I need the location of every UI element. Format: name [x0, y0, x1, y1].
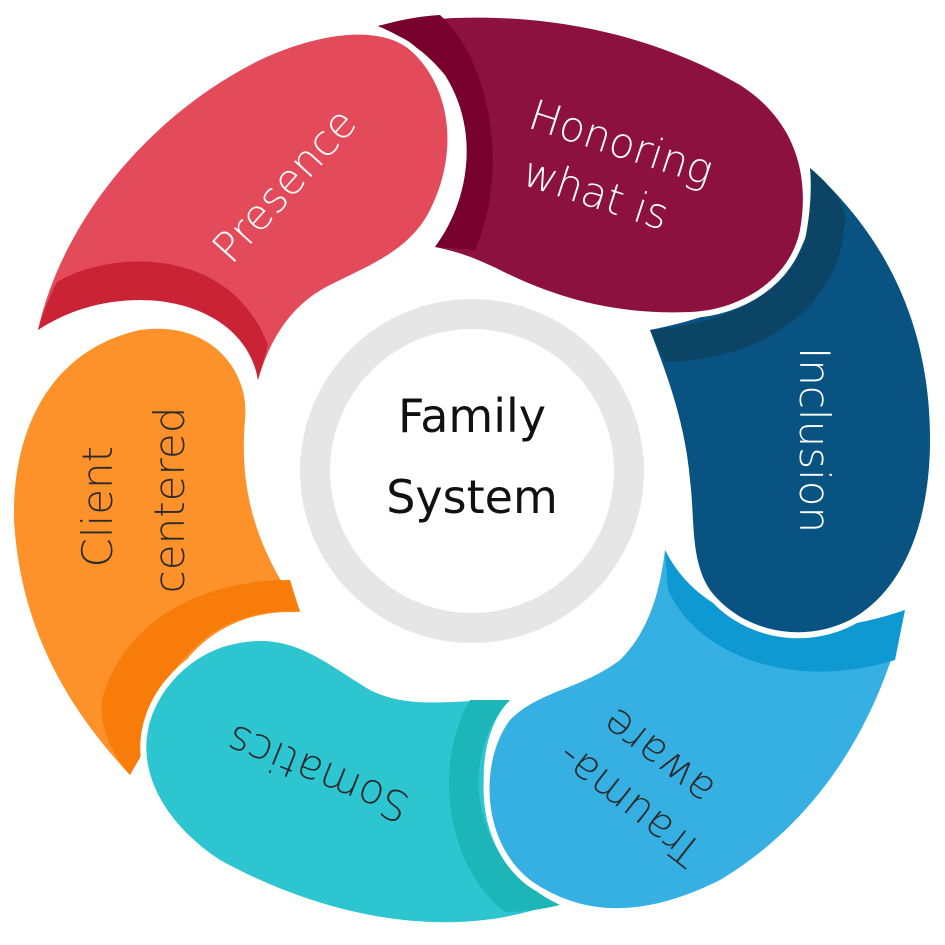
- label-client-line-1: Client: [73, 446, 122, 568]
- segment-trauma-aware: [483, 529, 914, 915]
- segment-trauma-aware-band: [665, 550, 905, 672]
- center-disc: [330, 329, 614, 613]
- center-hub: Family System: [284, 283, 660, 659]
- segment-honoring-what-is-band: [378, 15, 493, 250]
- segment-presence-band: [38, 261, 268, 380]
- center-title-line-2: System: [386, 470, 558, 524]
- segment-somatics: [140, 635, 564, 929]
- segment-somatics-band: [448, 700, 560, 912]
- segment-honoring-what-is: [356, 11, 809, 319]
- segment-presence: [28, 28, 454, 382]
- segment-inclusion-band: [650, 168, 845, 362]
- center-title-line-1: Family: [398, 389, 546, 443]
- label-client-line-2: centered: [145, 407, 194, 594]
- label-inclusion: Inclusion: [790, 347, 839, 533]
- label-client-centered: Client centered: [73, 407, 194, 594]
- segment-honoring-what-is-shape: [356, 11, 809, 319]
